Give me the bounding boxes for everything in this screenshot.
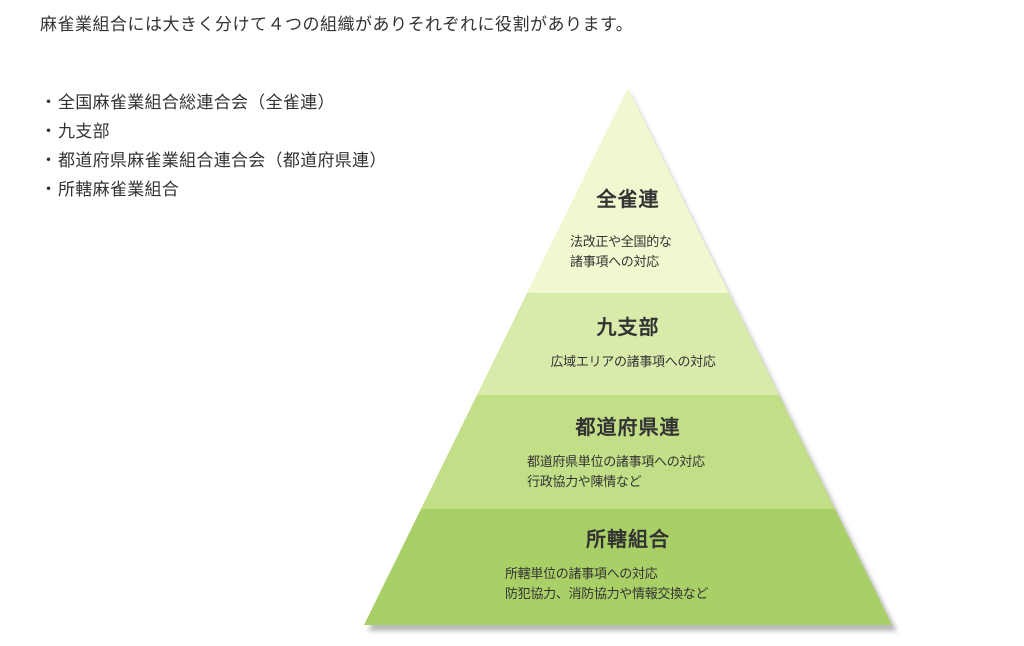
tier-2-band xyxy=(477,293,779,395)
tier-1-band xyxy=(527,88,729,293)
tier-3-desc-line2: 行政協力や陳情など xyxy=(527,475,642,490)
tier-2-desc-line1: 広域エリアの諸事項への対応 xyxy=(550,354,715,370)
bullet: ・ xyxy=(40,93,58,113)
intro-text: 麻雀業組合には大きく分けて４つの組織がありそれぞれに役割があります。 xyxy=(40,15,634,35)
bullet: ・ xyxy=(40,180,58,200)
list-item-label: 所轄麻雀業組合 xyxy=(58,180,180,200)
tier-4-band xyxy=(364,509,892,625)
tier-3-title: 都道府県連 xyxy=(575,415,681,439)
list-item-label: 九支部 xyxy=(58,122,110,142)
tier-1-desc-line1: 法改正や全国的な xyxy=(570,234,672,250)
tier-2-title: 九支部 xyxy=(596,315,660,339)
list-item-label: 全国麻雀業組合総連合会（全雀連） xyxy=(58,93,335,113)
tier-4-desc-line2: 防犯協力、消防協力や情報交換など xyxy=(505,586,709,602)
organization-list: ・全国麻雀業組合総連合会（全雀連） ・九支部 ・都道府県麻雀業組合連合会（都道府… xyxy=(40,89,387,205)
tier-4-title: 所轄組合 xyxy=(586,527,670,551)
list-item-label: 都道府県麻雀業組合連合会（都道府県連） xyxy=(58,151,387,171)
tier-3-band xyxy=(421,395,835,509)
list-item: ・所轄麻雀業組合 xyxy=(40,176,387,205)
tier-4-desc-line1: 所轄単位の諸事項への対応 xyxy=(505,566,658,582)
tier-1-desc-line2: 諸事項への対応 xyxy=(570,254,659,270)
list-item: ・都道府県麻雀業組合連合会（都道府県連） xyxy=(40,147,387,176)
list-item: ・全国麻雀業組合総連合会（全雀連） xyxy=(40,89,387,118)
tier-3-desc-line1: 都道府県単位の諸事項への対応 xyxy=(527,454,705,470)
list-item: ・九支部 xyxy=(40,118,387,147)
tier-1-title: 全雀連 xyxy=(596,187,660,211)
bullet: ・ xyxy=(40,151,58,171)
bullet: ・ xyxy=(40,122,58,142)
